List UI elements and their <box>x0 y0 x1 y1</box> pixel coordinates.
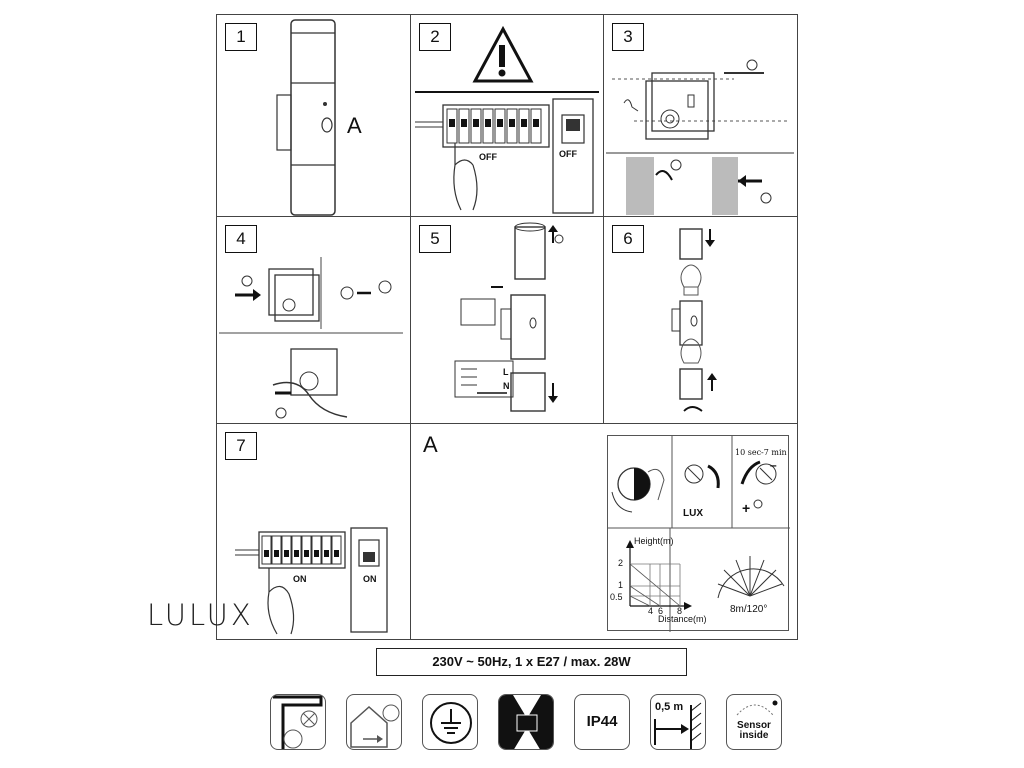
ip44-text: IP44 <box>586 713 618 730</box>
brand-logo: LULUX <box>147 598 254 632</box>
sensor-text: Sensor inside <box>727 721 781 741</box>
wire-label-l: L <box>503 367 509 377</box>
distance-tick: 4 <box>648 606 654 616</box>
off-label: OFF <box>559 149 577 159</box>
height-tick: 1 <box>618 580 624 590</box>
earth-ground-icon <box>422 694 478 750</box>
panel-6: 6 <box>603 216 798 424</box>
symbol-row: IP44 0,5 m Sensor inside <box>270 694 782 754</box>
sensor-line-2: inside <box>739 730 769 741</box>
sensor-settings-diagram <box>608 436 790 632</box>
instruction-grid: 1 A 2 <box>216 14 798 640</box>
detail-letter: A <box>423 432 438 457</box>
panel-number: 2 <box>419 23 451 51</box>
power-on-illustration <box>235 527 388 635</box>
class-ii-lamp-icon <box>270 694 326 750</box>
distance-axis-label: Distance(m) <box>658 614 707 624</box>
distance-tick: 6 <box>658 606 664 616</box>
min-distance-icon: 0,5 m <box>650 694 706 750</box>
panel-number: 6 <box>612 225 644 253</box>
power-off-illustration <box>415 25 599 214</box>
panel-number: 7 <box>225 432 257 460</box>
distance-tick: 8 <box>677 606 683 616</box>
mount-drill-illustration <box>606 59 794 215</box>
sensor-line-1: Sensor <box>737 720 771 731</box>
panel-3: 3 <box>603 14 798 217</box>
wire-label-n: N <box>503 381 510 391</box>
distance-text: 0,5 m <box>655 701 684 713</box>
panel-number: 4 <box>225 225 257 253</box>
panel-number: 3 <box>612 23 644 51</box>
panel-label: A <box>347 113 362 138</box>
panel-1: 1 A <box>216 14 411 217</box>
range-label: 8m/120° <box>730 604 768 615</box>
plus-label: + <box>742 500 751 516</box>
minus-label: – <box>770 458 777 472</box>
lux-label: LUX <box>683 508 703 519</box>
panel-5: 5 L N <box>410 216 604 424</box>
panel-2: 2 OFF <box>410 14 604 217</box>
on-label: ON <box>293 574 307 584</box>
wall-light-illustration <box>276 19 336 216</box>
spec-label: 230V ~ 50Hz, 1 x E27 / max. 28W <box>376 648 687 676</box>
height-axis-label: Height(m) <box>634 536 674 546</box>
up-down-light-icon <box>498 694 554 750</box>
indoor-lamp-icon <box>346 694 402 750</box>
panel-4: 4 <box>216 216 411 424</box>
panel-number: 5 <box>419 225 451 253</box>
on-label: ON <box>363 574 377 584</box>
sensor-inside-icon: Sensor inside <box>726 694 782 750</box>
off-label: OFF <box>479 152 497 162</box>
bulb-install-illustration <box>671 228 717 412</box>
height-tick: 0.5 <box>610 592 623 602</box>
panel-number: 1 <box>225 23 257 51</box>
height-tick: 2 <box>618 558 624 568</box>
panel-7: 7 ON ON <box>216 423 411 640</box>
assembly-illustration <box>454 222 564 412</box>
wiring-entry-illustration <box>219 257 403 419</box>
ip44-icon: IP44 <box>574 694 630 750</box>
time-range-label: 10 sec-7 min <box>735 448 787 457</box>
sensor-detail: 10 sec-7 min LUX + – Height(m) Distance(… <box>607 435 790 632</box>
